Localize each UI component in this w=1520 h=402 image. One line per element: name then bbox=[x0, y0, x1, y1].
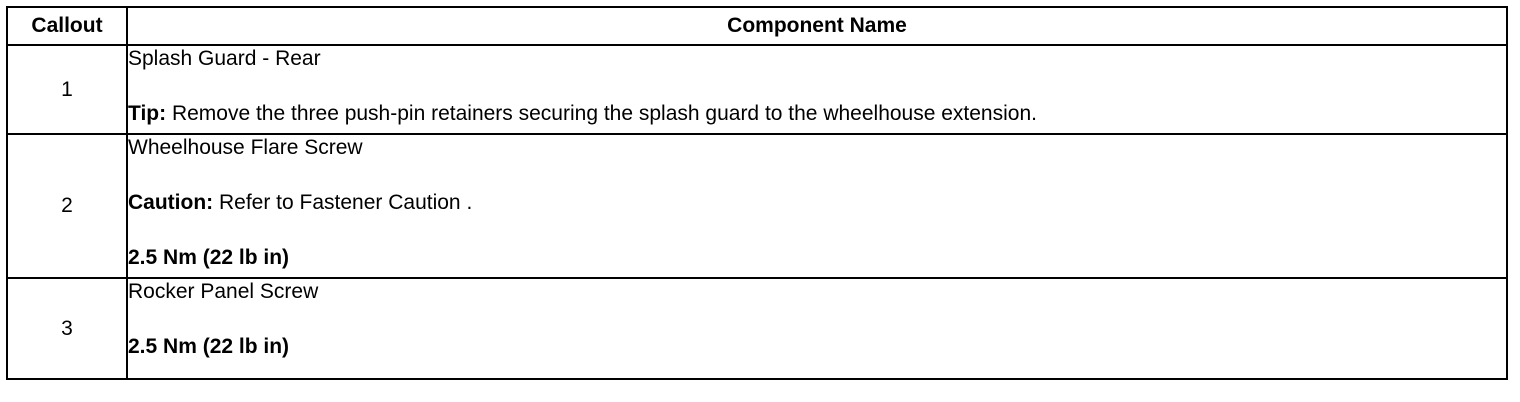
caution-text: Refer to Fastener Caution . bbox=[213, 191, 473, 214]
table-row: 1 Splash Guard - Rear Tip: Remove the th… bbox=[6, 44, 1508, 135]
component-name: Rocker Panel Screw bbox=[128, 280, 319, 303]
component-cell: Wheelhouse Flare Screw Caution: Refer to… bbox=[126, 133, 1508, 279]
tip-label: Tip: bbox=[128, 102, 167, 125]
callout-number: 2 bbox=[6, 133, 128, 279]
table-row: 3 Rocker Panel Screw 2.5 Nm (22 lb in) bbox=[6, 277, 1508, 380]
header-callout: Callout bbox=[6, 6, 128, 46]
caution-label: Caution: bbox=[128, 191, 214, 214]
torque-spec: 2.5 Nm (22 lb in) bbox=[128, 246, 290, 269]
tip-line: Tip: Remove the three push-pin retainers… bbox=[128, 101, 1506, 127]
component-name: Wheelhouse Flare Screw bbox=[128, 136, 363, 159]
torque-spec: 2.5 Nm (22 lb in) bbox=[128, 335, 290, 358]
header-component-name: Component Name bbox=[126, 6, 1508, 46]
component-cell: Splash Guard - Rear Tip: Remove the thre… bbox=[126, 44, 1508, 135]
tip-text: Remove the three push-pin retainers secu… bbox=[166, 102, 1037, 125]
callout-number: 1 bbox=[6, 44, 128, 135]
component-name: Splash Guard - Rear bbox=[128, 47, 321, 70]
callout-number: 3 bbox=[6, 277, 128, 380]
component-cell: Rocker Panel Screw 2.5 Nm (22 lb in) bbox=[126, 277, 1508, 380]
caution-line: Caution: Refer to Fastener Caution . bbox=[128, 190, 1506, 216]
header-row: Callout Component Name bbox=[6, 6, 1508, 46]
table-row: 2 Wheelhouse Flare Screw Caution: Refer … bbox=[6, 133, 1508, 279]
callout-table: Callout Component Name 1 Splash Guard - … bbox=[6, 6, 1508, 380]
